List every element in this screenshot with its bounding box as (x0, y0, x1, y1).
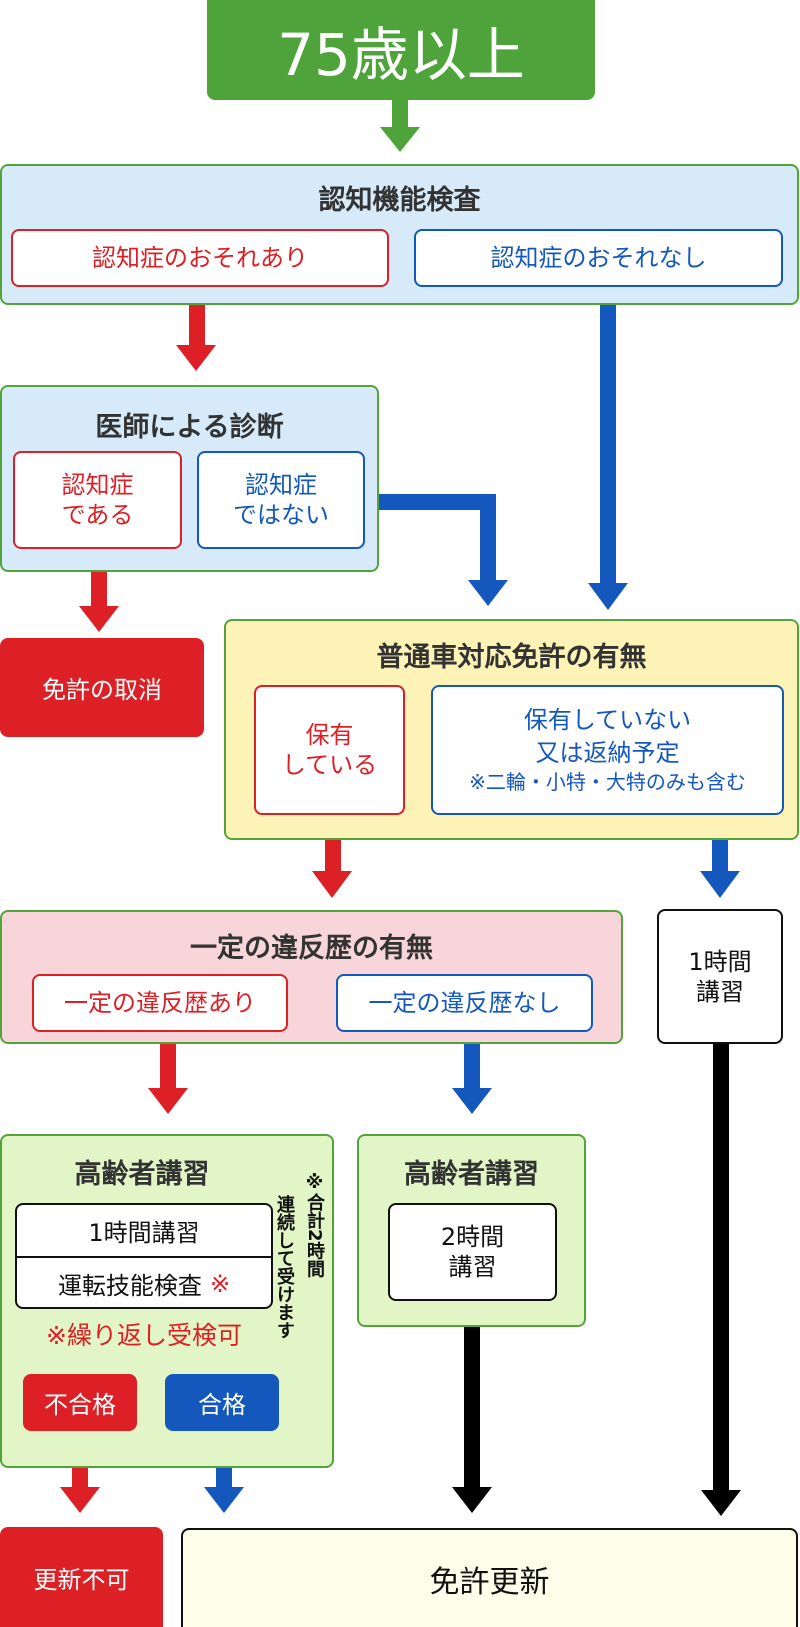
retry-note: ※繰り返し受検可 (46, 1321, 242, 1350)
start-label: 75歳以上 (277, 21, 525, 89)
two-hour-course-node: 2時間 講習 (388, 1203, 557, 1301)
standard-license-title: 普通車対応免許の有無 (376, 642, 647, 673)
option-is-dementia-line1: 認知症 (61, 471, 134, 499)
driving-test-note-mark: ※ (209, 1269, 231, 1298)
renewal-denied-node: 更新不可 (0, 1527, 163, 1627)
license-renewal-node: 免許更新 (181, 1528, 798, 1627)
violation-history-title: 一定の違反歴の有無 (190, 933, 433, 964)
option-is-dementia: 認知症 である (13, 451, 182, 549)
one-hour-course-line2: 講習 (696, 977, 744, 1006)
option-dementia-risk: 認知症のおそれあり (11, 229, 389, 287)
doctor-diagnosis-title: 医師による診断 (95, 412, 284, 443)
fail-result: 不合格 (23, 1374, 137, 1431)
renewal-denied-label: 更新不可 (33, 1565, 130, 1594)
course-steps-box: 1時間講習 運転技能検査 ※ (15, 1203, 273, 1309)
elderly-course-test-title: 高齢者講習 (74, 1159, 210, 1190)
option-no-license-line1: 保有していない (523, 706, 692, 735)
course-step-one-hour: 1時間講習 (17, 1205, 271, 1258)
option-not-dementia-line2: ではない (233, 501, 329, 529)
arrow-one-hour-to-renewal (701, 1044, 741, 1516)
course-step-one-hour-label: 1時間講習 (88, 1219, 200, 1247)
one-hour-course-line1: 1時間 (688, 947, 752, 976)
option-not-dementia-line1: 認知症 (245, 471, 317, 499)
option-no-license-line2: 又は返納予定 (535, 738, 680, 767)
arrow-not-dementia-to-license (365, 494, 508, 606)
pass-result-label: 合格 (198, 1391, 246, 1419)
option-no-license-note: ※二輪・小特・大特のみも含む (469, 769, 746, 794)
fail-result-label: 不合格 (44, 1391, 116, 1419)
course-step-driving-test: 運転技能検査 ※ (17, 1258, 271, 1307)
pass-result: 合格 (165, 1374, 279, 1431)
license-revoked-node: 免許の取消 (0, 638, 204, 737)
cognitive-test-title: 認知機能検査 (318, 185, 481, 216)
option-no-dementia-risk-label: 認知症のおそれなし (490, 244, 707, 272)
elderly-course-two-hour-title: 高齢者講習 (404, 1159, 539, 1190)
side-note-total-hours: ※合計2時間 (304, 1172, 325, 1278)
arrow-no-violation-to-two-hour (452, 1032, 492, 1114)
option-no-license: 保有していない 又は返納予定 ※二輪・小特・大特のみも含む (431, 685, 784, 815)
side-note-consecutive: 連続して受けます (274, 1195, 295, 1339)
course-step-driving-test-label: 運転技能検査 (57, 1272, 202, 1300)
option-has-license-line2: している (281, 751, 378, 779)
option-is-dementia-line2: である (61, 501, 134, 529)
option-not-dementia: 認知症 ではない (197, 451, 365, 549)
arrow-violation-to-test-course (148, 1032, 188, 1114)
option-no-violation-label: 一定の違反歴なし (368, 989, 561, 1017)
one-hour-course-node: 1時間 講習 (657, 909, 783, 1044)
option-has-violation-label: 一定の違反歴あり (64, 989, 256, 1017)
arrow-two-hour-to-renewal (452, 1301, 492, 1513)
start-node: 75歳以上 (207, 0, 595, 100)
option-no-dementia-risk: 認知症のおそれなし (414, 229, 783, 287)
option-has-license-line1: 保有 (305, 721, 354, 749)
option-has-license: 保有 している (254, 685, 405, 815)
two-hour-course-line2: 講習 (448, 1253, 497, 1281)
arrow-norisk-to-license (588, 287, 628, 610)
arrow-start-to-cognitive (380, 100, 420, 152)
option-has-violation: 一定の違反歴あり (32, 974, 288, 1032)
option-no-violation: 一定の違反歴なし (336, 974, 593, 1032)
option-dementia-risk-label: 認知症のおそれあり (92, 244, 308, 272)
two-hour-course-line1: 2時間 (440, 1223, 505, 1251)
license-renewal-label: 免許更新 (429, 1564, 550, 1600)
license-revoked-label: 免許の取消 (42, 676, 162, 704)
